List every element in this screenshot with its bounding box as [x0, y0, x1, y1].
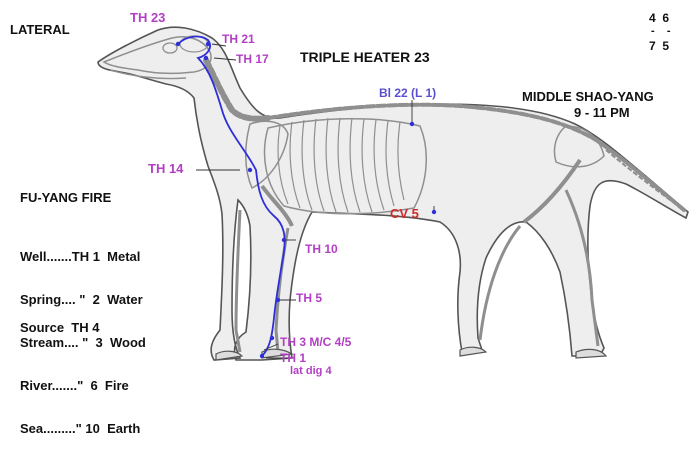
legend-line-well: Well.......TH 1 Metal — [20, 248, 146, 265]
corner-numbers-bottom: 7 5 — [649, 40, 669, 52]
point-label-th1-sub: lat dig 4 — [290, 366, 332, 377]
view-label: LATERAL — [10, 23, 70, 36]
legend-line-stream: Stream.... " 3 Wood — [20, 334, 146, 351]
point-label-bl22: Bl 22 (L 1) — [379, 87, 436, 99]
point-label-th14: TH 14 — [148, 162, 183, 175]
point-label-th5: TH 5 — [296, 292, 322, 304]
legend-title: FU-YANG FIRE — [20, 191, 111, 204]
acupuncture-chart: LATERAL TRIPLE HEATER 23 MIDDLE SHAO-YAN… — [0, 0, 691, 383]
legend-points-list: Well.......TH 1 Metal Spring.... " 2 Wat… — [20, 222, 146, 463]
foreleg-far-bones — [236, 210, 240, 352]
point-label-th21: TH 21 — [222, 33, 255, 45]
corner-numbers-dash: - - — [651, 26, 671, 37]
legend-source: Source TH 4 — [20, 321, 99, 334]
point-label-th3: TH 3 M/C 4/5 — [280, 336, 351, 348]
point-label-th1: TH 1 — [280, 352, 306, 364]
point-label-th10: TH 10 — [305, 243, 338, 255]
legend-line-spring: Spring.... " 2 Water — [20, 291, 146, 308]
legend-line-sea: Sea........." 10 Earth — [20, 420, 146, 437]
corner-numbers-top: 4 6 — [649, 12, 669, 24]
point-label-th23: TH 23 — [130, 11, 165, 24]
meridian-title: TRIPLE HEATER 23 — [300, 50, 430, 64]
meridian-name: MIDDLE SHAO-YANG — [522, 90, 654, 103]
legend-line-river: River......." 6 Fire — [20, 377, 146, 394]
point-label-th17: TH 17 — [236, 53, 269, 65]
dog-body-outline — [98, 27, 688, 360]
time-range: 9 - 11 PM — [574, 106, 630, 119]
point-label-cv5: CV 5 — [390, 207, 419, 220]
